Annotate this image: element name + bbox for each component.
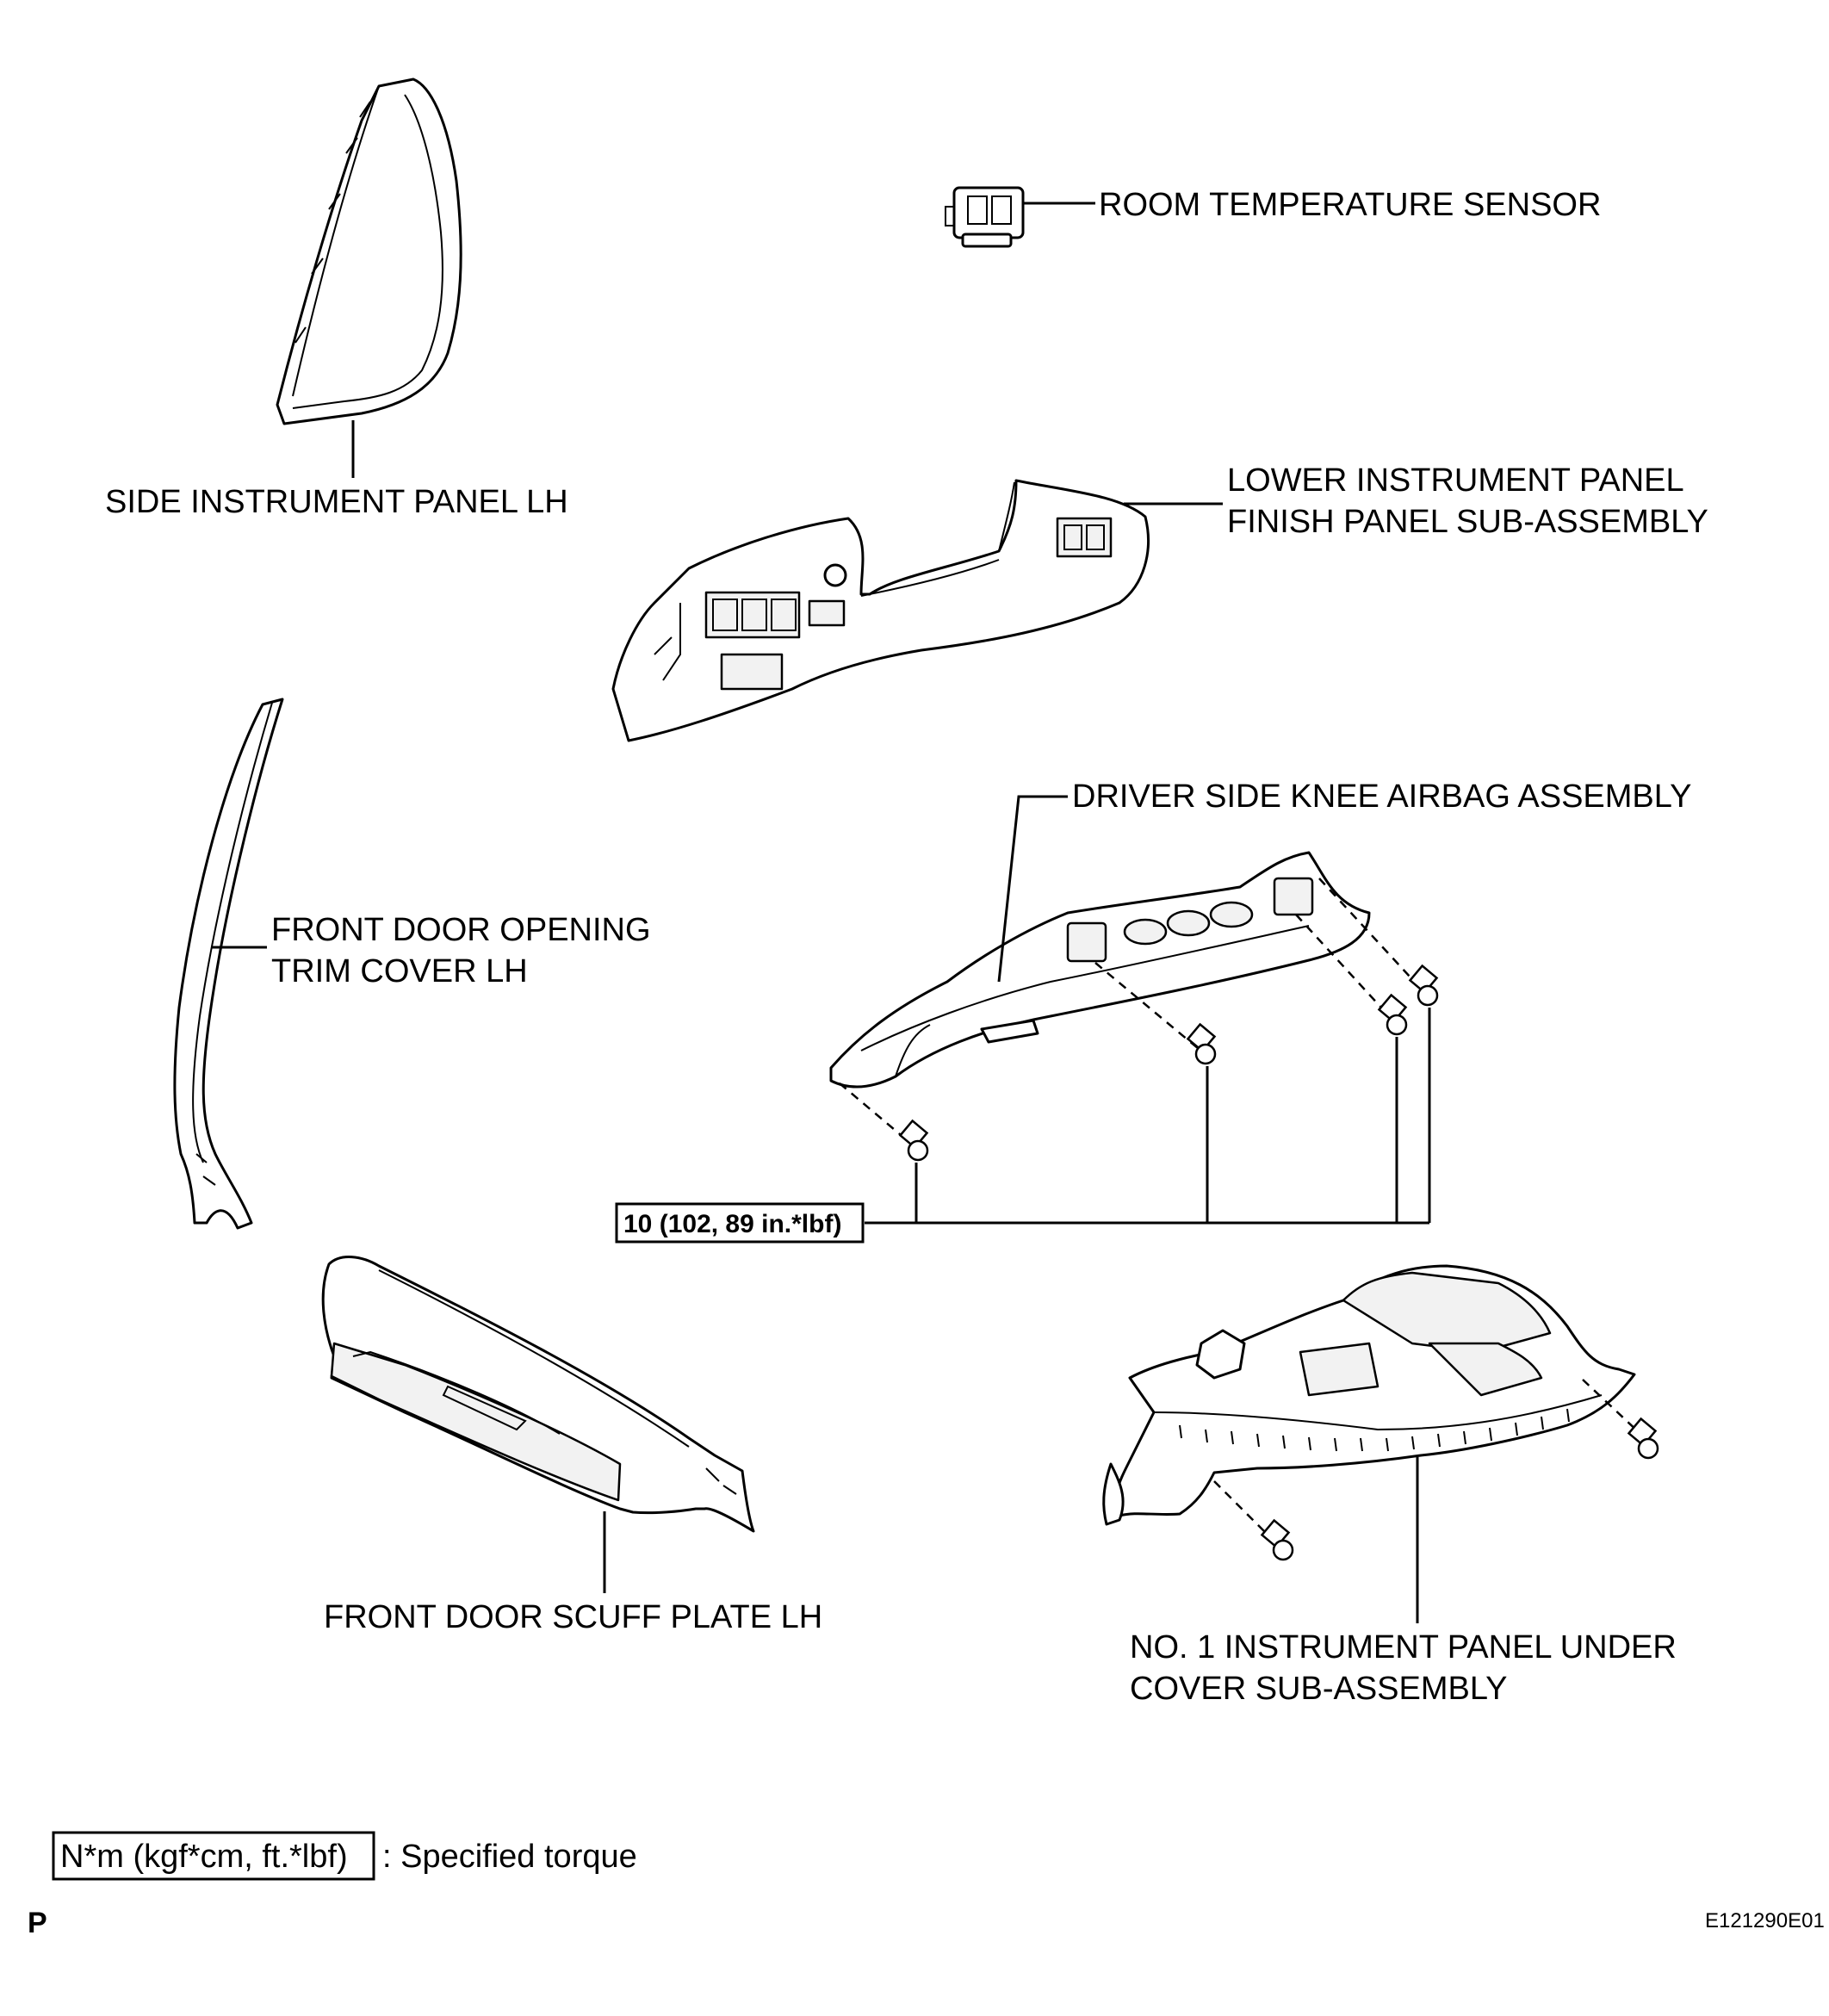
bolt-alignment-line — [1582, 1379, 1641, 1435]
bolt-icon — [1627, 1417, 1659, 1460]
legend-unit-box — [52, 1831, 375, 1881]
torque-spec-label: 10 (102, 89 in.*lbf) — [623, 1210, 841, 1238]
lower-instrument-panel-finish-part — [611, 479, 1150, 742]
side-instrument-panel-lh-part — [276, 78, 462, 425]
front-door-opening-label-line2: TRIM COVER LH — [271, 953, 528, 989]
front-door-opening-label-line1: FRONT DOOR OPENING — [271, 912, 651, 948]
lower-instrument-panel-label-line2: FINISH PANEL SUB-ASSEMBLY — [1227, 504, 1708, 540]
front-door-opening-trim-cover-part — [173, 698, 284, 1230]
driver-side-knee-airbag-part — [829, 851, 1371, 1089]
instrument-panel-under-cover-part — [1102, 1264, 1636, 1526]
bolt-alignment-line — [1094, 962, 1200, 1050]
scuff-plate-label: FRONT DOOR SCUFF PLATE LH — [324, 1599, 822, 1635]
lower-instrument-panel-label-line1: LOWER INSTRUMENT PANEL — [1227, 462, 1684, 499]
legend-unit-label: N*m (kgf*cm, ft.*lbf) — [60, 1839, 348, 1875]
bolt-icon — [1377, 993, 1408, 1036]
under-cover-label-line1: NO. 1 INSTRUMENT PANEL UNDER — [1130, 1629, 1677, 1666]
knee-airbag-leader — [997, 795, 1068, 983]
torque-leader — [865, 1008, 1431, 1225]
under-cover-label-line2: COVER SUB-ASSEMBLY — [1130, 1671, 1508, 1707]
bolt-alignment-line — [1295, 914, 1392, 1019]
page-letter: P — [28, 1907, 47, 1939]
side-instrument-panel-label: SIDE INSTRUMENT PANEL LH — [105, 484, 568, 520]
torque-spec-box — [615, 1202, 865, 1244]
legend-description: : Specified torque — [382, 1839, 637, 1875]
bolt-alignment-line — [1213, 1480, 1274, 1541]
front-door-scuff-plate-part — [321, 1256, 755, 1533]
bolt-icon — [1408, 964, 1439, 1007]
bolt-alignment-line — [1318, 878, 1422, 989]
bolt-icon — [898, 1119, 929, 1162]
room-temperature-sensor-part — [945, 186, 1025, 248]
room-temperature-sensor-label: ROOM TEMPERATURE SENSOR — [1099, 187, 1601, 223]
bolt-icon — [1186, 1022, 1217, 1065]
figure-code: E121290E01 — [1705, 1909, 1825, 1932]
bolt-icon — [1260, 1518, 1294, 1561]
bolt-alignment-line — [839, 1082, 912, 1144]
knee-airbag-label: DRIVER SIDE KNEE AIRBAG ASSEMBLY — [1072, 778, 1691, 815]
